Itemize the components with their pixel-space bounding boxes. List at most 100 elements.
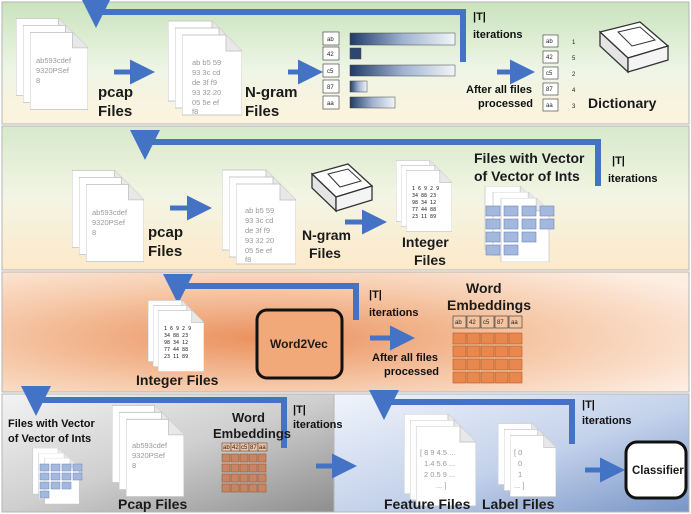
feature-text-2: 1.4 5.6 ... (424, 459, 455, 468)
row4-vector-stack (32, 448, 83, 504)
row4-embeddings-label-1: Word (232, 410, 265, 425)
row3-iter-t: |T| (369, 289, 382, 301)
emb-token-ab: ab (455, 320, 462, 326)
label-text-4: ... ] (514, 481, 524, 490)
row4-left-iter-t: |T| (293, 404, 306, 416)
r3-int-text-5: 23 11 89 (164, 354, 188, 360)
classifier-box: Classifier (624, 440, 688, 500)
emb-token-87: 87 (497, 320, 504, 326)
r2-int-text-1: 1 6 9 2 9 (412, 186, 439, 192)
ngram-text-3: de 3f f9 (192, 78, 217, 87)
row1-pcap-label-1: pcap (98, 84, 133, 101)
emb-token-c5: c5 (483, 320, 490, 326)
label-text-3: 1 (518, 470, 522, 479)
r3-int-text-3: 98 34 12 (164, 340, 188, 346)
row4-embeddings-label-2: Embeddings (213, 426, 291, 441)
dict-token-ab: ab (546, 39, 553, 45)
row1-after-2: processed (478, 98, 533, 110)
row1-pcap-label-2: Files (98, 103, 132, 120)
r2-pcap-text-3: 8 (92, 228, 96, 237)
ngram-text-2: 93 3c cd (192, 68, 220, 77)
bar-token-42: 42 (327, 52, 334, 58)
emb-token-aa: aa (511, 320, 518, 326)
row3-after-2: processed (384, 366, 439, 378)
row4-vector-label-2: of Vector of Ints (8, 433, 91, 445)
feature-text-4: ... ] (436, 481, 446, 490)
dict-num-4: 4 (572, 88, 576, 94)
row1-iter-label: iterations (473, 29, 523, 41)
row2-loop-arrow (130, 130, 601, 186)
r2-int-text-5: 23 11 89 (412, 214, 436, 220)
row1-loop-arrow (81, 0, 466, 62)
dict-token-42: 42 (546, 55, 553, 61)
r2-pcap-text-1: ab593cdef (92, 208, 128, 217)
row1-ngram-label-1: N-gram (245, 84, 298, 101)
token-frequency-bars: ab 42 c5 87 aa (322, 31, 456, 110)
r2-ngram-text-6: f8 (245, 255, 251, 264)
word2vec-label: Word2Vec (270, 337, 328, 351)
r4-pcap-text-2: 9320PSef (132, 451, 166, 460)
row2-vector-label-1: Files with Vector (474, 150, 585, 166)
row2-ngram-label-1: N-gram (302, 227, 351, 243)
row2-pcap-label-2: Files (148, 243, 182, 260)
row4-right-loop-arrow (369, 390, 575, 444)
ngram-text-1: ab b5 59 (192, 58, 221, 67)
feature-files-label: Feature Files (384, 496, 471, 512)
dictionary-mapping: ab 42 c5 87 aa 1 5 2 4 3 (542, 34, 576, 112)
row3-iter-label: iterations (369, 307, 419, 319)
r2-ngram-text-2: 93 3c cd (245, 216, 273, 225)
freq-bar-c5 (349, 64, 456, 77)
row3-embedding-grid (452, 332, 523, 384)
dict-token-87: 87 (546, 87, 553, 93)
row4-right-iter-t: |T| (582, 399, 595, 411)
row2-integer-label-2: Files (414, 252, 446, 268)
panel-word2vec (1, 271, 690, 393)
panel-dictionary-building (1, 1, 690, 125)
r2-pcap-text-2: 9320PSef (92, 218, 126, 227)
row4-left-iter-label: iterations (293, 419, 343, 431)
label-files-label: Label Files (482, 496, 555, 512)
r4-token-aa: aa (259, 445, 266, 451)
row4-pcap-label: Pcap Files (118, 496, 187, 512)
row4-embeddings-tokens: ab 42 c5 87 aa (221, 442, 268, 452)
r2-ngram-text-5: 05 5e ef (245, 246, 273, 255)
dictionary-label: Dictionary (588, 95, 657, 111)
bar-token-87: 87 (327, 85, 334, 91)
ngram-text-5: 05 5e ef (192, 98, 220, 107)
dict-num-2: 5 (572, 56, 576, 62)
label-files-stack: [ 0 0 1 ... ] (498, 422, 556, 498)
row1-ngram-label-2: Files (245, 103, 279, 120)
ngram-text-4: 93 32 20 (192, 88, 221, 97)
freq-bar-ab (349, 32, 456, 46)
dict-token-aa: aa (546, 103, 553, 109)
row4-vector-label-1: Files with Vector (8, 418, 96, 430)
feature-files-stack: [ 8 9 4.5 ... 1.4 5.6 ... 2 0.5 9 ... ..… (404, 414, 476, 506)
r2-ngram-text-3: de 3f f9 (245, 226, 270, 235)
word2vec-box: Word2Vec (255, 308, 344, 380)
row1-iter-t: |T| (473, 11, 486, 23)
r2-int-text-4: 77 44 88 (412, 207, 436, 213)
r4-token-c5: c5 (241, 445, 248, 451)
pcap-text-1: ab593cdef (36, 56, 72, 65)
row2-pcap-stack: ab593cdef 9320PSef 8 (72, 170, 144, 262)
row2-ngram-stack: ab b5 59 93 3c cd de 3f f9 93 32 20 05 5… (222, 169, 296, 265)
ngram-text-6: f8 (192, 107, 198, 116)
dict-num-5: 3 (572, 104, 576, 110)
row2-vector-stack (484, 186, 555, 262)
r2-int-text-3: 98 34 12 (412, 200, 436, 206)
row2-iter-t: |T| (612, 155, 625, 167)
row2-dictionary-book-icon (310, 163, 374, 213)
emb-token-42: 42 (469, 320, 476, 326)
row3-integer-label: Integer Files (136, 372, 219, 388)
label-text-2: 0 (518, 459, 522, 468)
row3-integer-stack: 1 6 9 2 9 34 88 23 98 34 12 77 44 88 23 … (148, 300, 204, 372)
row2-integer-stack: 1 6 9 2 9 34 88 23 98 34 12 77 44 88 23 … (396, 160, 452, 232)
row2-pcap-label-1: pcap (148, 224, 183, 241)
r4-pcap-text-3: 8 (132, 461, 136, 470)
freq-bar-42 (349, 47, 362, 60)
row1-after-1: After all files (466, 84, 532, 96)
r4-token-87: 87 (250, 445, 257, 451)
row3-embeddings-tokens: ab 42 c5 87 aa (452, 315, 523, 329)
r4-token-ab: ab (223, 445, 230, 451)
